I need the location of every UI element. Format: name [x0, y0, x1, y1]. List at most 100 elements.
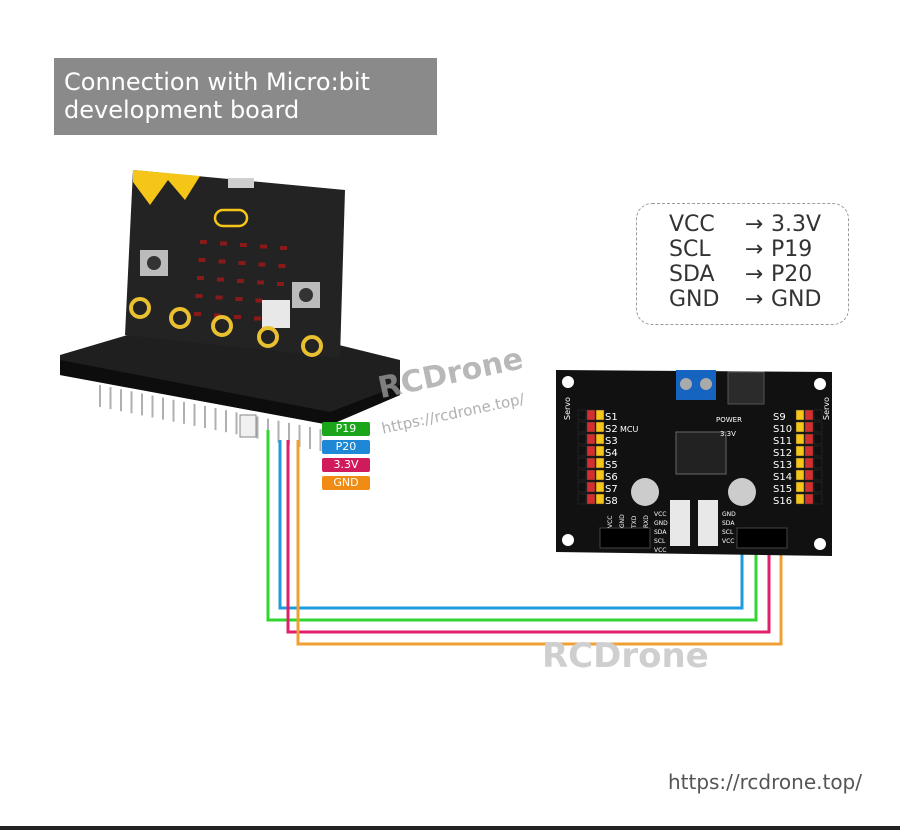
mcu-label: MCU [620, 425, 638, 434]
servo-pin [795, 421, 805, 433]
button-a-cap [147, 256, 161, 270]
servo-pin [586, 469, 596, 481]
led [278, 264, 286, 268]
servo-label: S13 [773, 460, 792, 471]
mapping-row: VCC → 3.3V [669, 212, 848, 237]
servo-pin [595, 481, 605, 493]
servo-pin [586, 421, 596, 433]
title-box: Connection with Micro:bit development bo… [54, 58, 437, 135]
led [255, 298, 263, 303]
edge-pad [129, 297, 151, 319]
servo-pin [813, 409, 823, 421]
edge-pad [169, 307, 191, 329]
mount-hole [814, 538, 826, 550]
led [237, 279, 244, 283]
servo-pin [795, 469, 805, 481]
servo-pin [595, 457, 605, 469]
header-label: SDA [654, 529, 667, 536]
servo-pin [586, 493, 596, 505]
servo-pin [795, 409, 805, 421]
servo-pin [577, 409, 587, 421]
led [235, 297, 243, 301]
wire-vcc-3v3 [286, 440, 771, 634]
led [258, 262, 266, 267]
pin-label: P20 [322, 440, 370, 454]
servo-driver-board: MCU POWER 3.3V Servo Servo S1S2S3S4S5S6S… [556, 370, 832, 556]
led [218, 259, 226, 264]
servo-pin [813, 421, 823, 433]
header-label: VCC [654, 547, 666, 554]
servo-pin [586, 445, 596, 457]
mapping-from: VCC [669, 212, 715, 237]
servo-pin [813, 457, 823, 469]
led [220, 241, 227, 246]
mapping-to: 3.3V [771, 212, 822, 237]
footer-url[interactable]: https://rcdrone.top/ [667, 770, 862, 794]
servo-pin [595, 433, 605, 445]
connector-left [670, 500, 690, 546]
edge-pad [301, 335, 323, 357]
edge-pad [257, 326, 279, 348]
servo-pin [595, 409, 605, 421]
led [200, 240, 207, 244]
servo-pin [586, 433, 596, 445]
led [198, 258, 206, 262]
servo-pin [577, 445, 587, 457]
servo-pin [586, 409, 596, 421]
servo-pin [804, 469, 814, 481]
servo-label: S10 [773, 424, 792, 435]
mapping-to: P20 [771, 262, 813, 287]
header-label: TXD [631, 515, 638, 529]
mcu-chip [675, 431, 727, 475]
servo-label: S14 [773, 472, 792, 483]
mapping-from: GND [669, 287, 720, 312]
servo-pin [795, 481, 805, 493]
arrow-icon: → [744, 212, 764, 237]
servo-pin [804, 421, 814, 433]
power-label: POWER [716, 416, 742, 424]
i2c-header [736, 527, 788, 549]
led [280, 246, 287, 250]
led [234, 315, 241, 319]
mount-hole [814, 378, 826, 390]
mapping-from: SCL [669, 237, 711, 262]
pin-label: P19 [322, 422, 370, 436]
servo-pin [804, 433, 814, 445]
servo-label: S8 [605, 496, 618, 507]
usb-stub [239, 414, 257, 438]
edge-pads [129, 297, 323, 357]
servo-pin [804, 493, 814, 505]
header-label: VCC [654, 511, 666, 518]
servo-pin [804, 457, 814, 469]
button-b-cap [299, 288, 313, 302]
servo-pin [813, 445, 823, 457]
capacitor-left [631, 478, 659, 506]
wire-gnd [296, 440, 783, 646]
volt-label: 3.3V [720, 430, 736, 438]
qr-sticker [262, 300, 290, 328]
servo-label: S4 [605, 448, 618, 459]
arrow-icon: → [744, 237, 764, 262]
mount-hole [562, 534, 574, 546]
regulator [727, 371, 765, 405]
servo-label: S3 [605, 436, 618, 447]
header-label: GND [654, 520, 668, 527]
servo-pin [577, 481, 587, 493]
servo-pin [795, 445, 805, 457]
led [240, 243, 247, 247]
servo-pin [586, 481, 596, 493]
header-label: GND [619, 514, 626, 528]
servo-pin [813, 469, 823, 481]
servo-label: S15 [773, 484, 792, 495]
servo-pin [577, 457, 587, 469]
capacitor-right [728, 478, 756, 506]
terminal-screw [680, 378, 692, 390]
header-label: SCL [654, 538, 666, 545]
servo-label: S7 [605, 484, 618, 495]
mapping-to: GND [771, 287, 822, 312]
micro-usb-port [228, 178, 254, 188]
servo-label: S16 [773, 496, 792, 507]
servo-pin [595, 445, 605, 457]
